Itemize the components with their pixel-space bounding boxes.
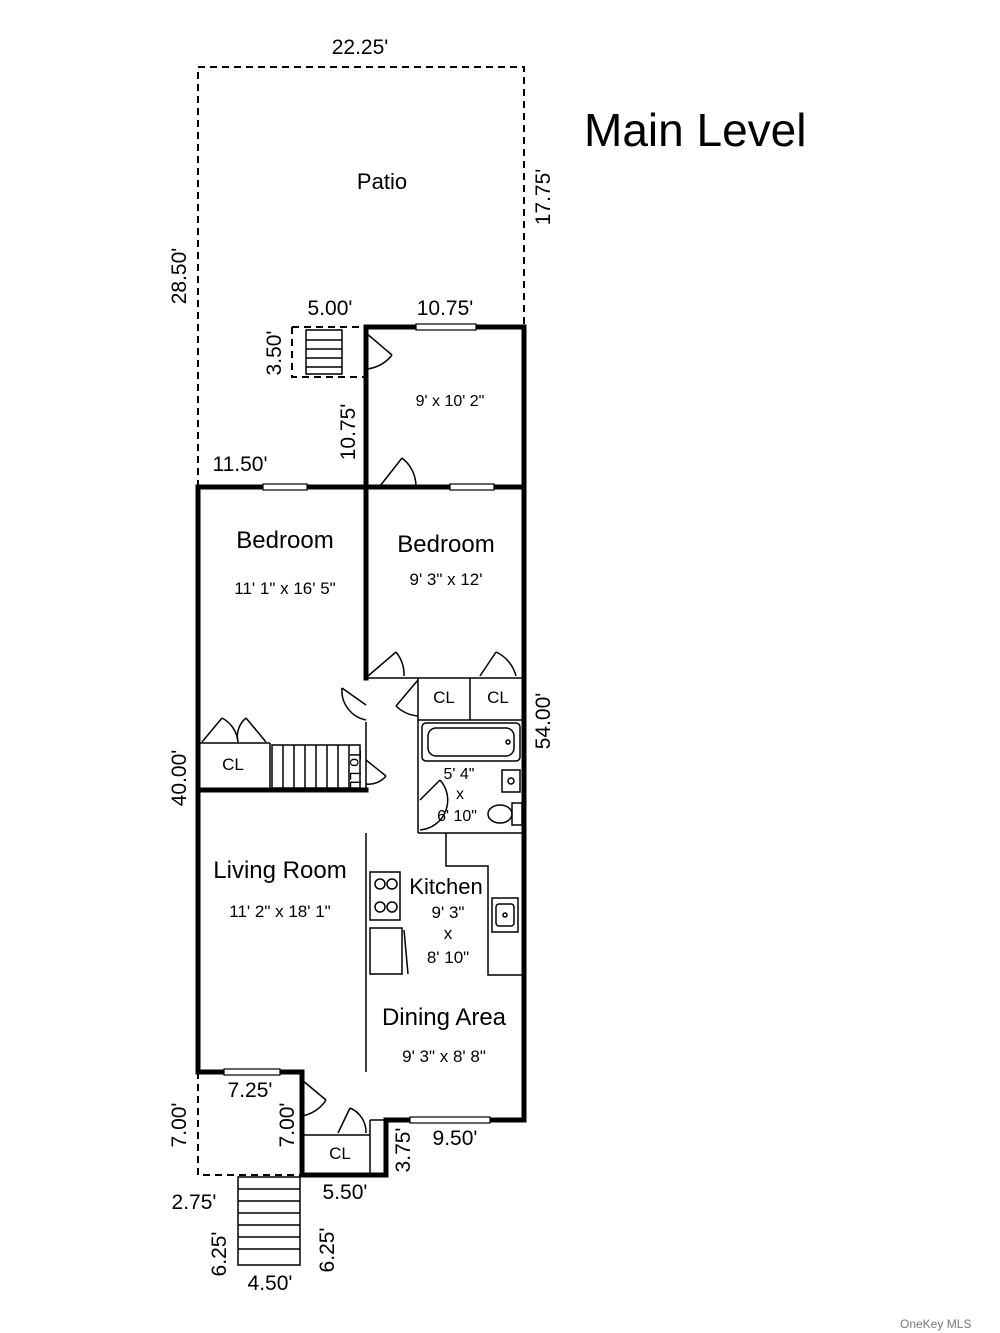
dim-right-side: 54.00' xyxy=(532,693,555,750)
doors xyxy=(201,332,517,1134)
rear-step-outline xyxy=(291,326,366,378)
bath-x: x xyxy=(456,786,464,803)
living-room-size: 11' 2" x 18' 1" xyxy=(229,902,330,921)
dim-front-inner: 7.00' xyxy=(276,1103,299,1148)
dim-stair-right: 6.25' xyxy=(316,1228,339,1273)
patio-outline xyxy=(197,66,525,487)
stove xyxy=(369,871,401,921)
bedroom2-size: 9' 3" x 12' xyxy=(409,570,482,589)
dim-step-top: 5.00' xyxy=(308,297,353,320)
bedroom1-label: Bedroom xyxy=(236,527,333,554)
dim-patio-right: 17.75' xyxy=(532,169,555,226)
dining-area-label: Dining Area xyxy=(382,1004,507,1031)
refrigerator xyxy=(369,927,409,975)
dining-area-size: 9' 3" x 8' 8" xyxy=(402,1047,486,1066)
kitchen-label: Kitchen xyxy=(409,874,482,899)
patio-label: Patio xyxy=(357,169,407,194)
kitchen-width: 9' 3" xyxy=(432,903,465,922)
mls-credit: OneKey MLS xyxy=(900,1317,971,1331)
kitchen-sink xyxy=(491,897,519,933)
kitchen-x: x xyxy=(444,924,453,943)
bath-sink xyxy=(501,769,521,793)
closet-label-4: CL xyxy=(329,1144,351,1163)
dim-left-side: 40.00' xyxy=(168,750,191,807)
interior-walls xyxy=(195,484,527,1175)
toilet xyxy=(487,802,523,826)
dim-front-bottom: 5.50' xyxy=(323,1181,368,1204)
dim-stair-left: 6.25' xyxy=(208,1232,231,1277)
dim-front-left: 7.25' xyxy=(228,1079,273,1102)
dim-patio-left: 28.50' xyxy=(168,248,191,305)
bath-height: 6' 10" xyxy=(437,808,477,825)
dim-stair-offset: 2.75' xyxy=(172,1191,217,1214)
dim-front-notch: 3.75' xyxy=(392,1128,415,1173)
dim-stair-width: 4.50' xyxy=(248,1272,293,1295)
closet-label-3: CL xyxy=(222,755,244,774)
interior-stairs xyxy=(271,744,361,789)
dim-top-width: 22.25' xyxy=(332,36,389,59)
front-stairs xyxy=(237,1176,301,1266)
dim-room-left: 10.75' xyxy=(337,404,360,461)
dim-step-side: 3.50' xyxy=(263,331,286,376)
stair-to-ll-label: To LL xyxy=(346,750,363,789)
dim-front-outer: 7.00' xyxy=(168,1103,191,1148)
plan-title: Main Level xyxy=(584,104,806,156)
front-outline xyxy=(197,1072,300,1176)
bath-width: 5' 4" xyxy=(444,766,475,783)
bathtub xyxy=(421,722,521,762)
closet-label-1: CL xyxy=(433,688,455,707)
rear-steps xyxy=(305,329,343,375)
small-room-size: 9' x 10' 2" xyxy=(416,393,485,410)
bedroom1-size: 11' 1" x 16' 5" xyxy=(234,579,335,598)
windows xyxy=(223,323,495,1124)
closet-label-2: CL xyxy=(487,688,509,707)
bedroom2-label: Bedroom xyxy=(397,531,494,558)
dim-bed-top: 11.50' xyxy=(212,453,267,476)
dim-room-top: 10.75' xyxy=(417,297,474,320)
kitchen-height: 8' 10" xyxy=(427,948,469,967)
dim-bottom-right: 9.50' xyxy=(433,1127,478,1150)
living-room-label: Living Room xyxy=(213,857,346,884)
